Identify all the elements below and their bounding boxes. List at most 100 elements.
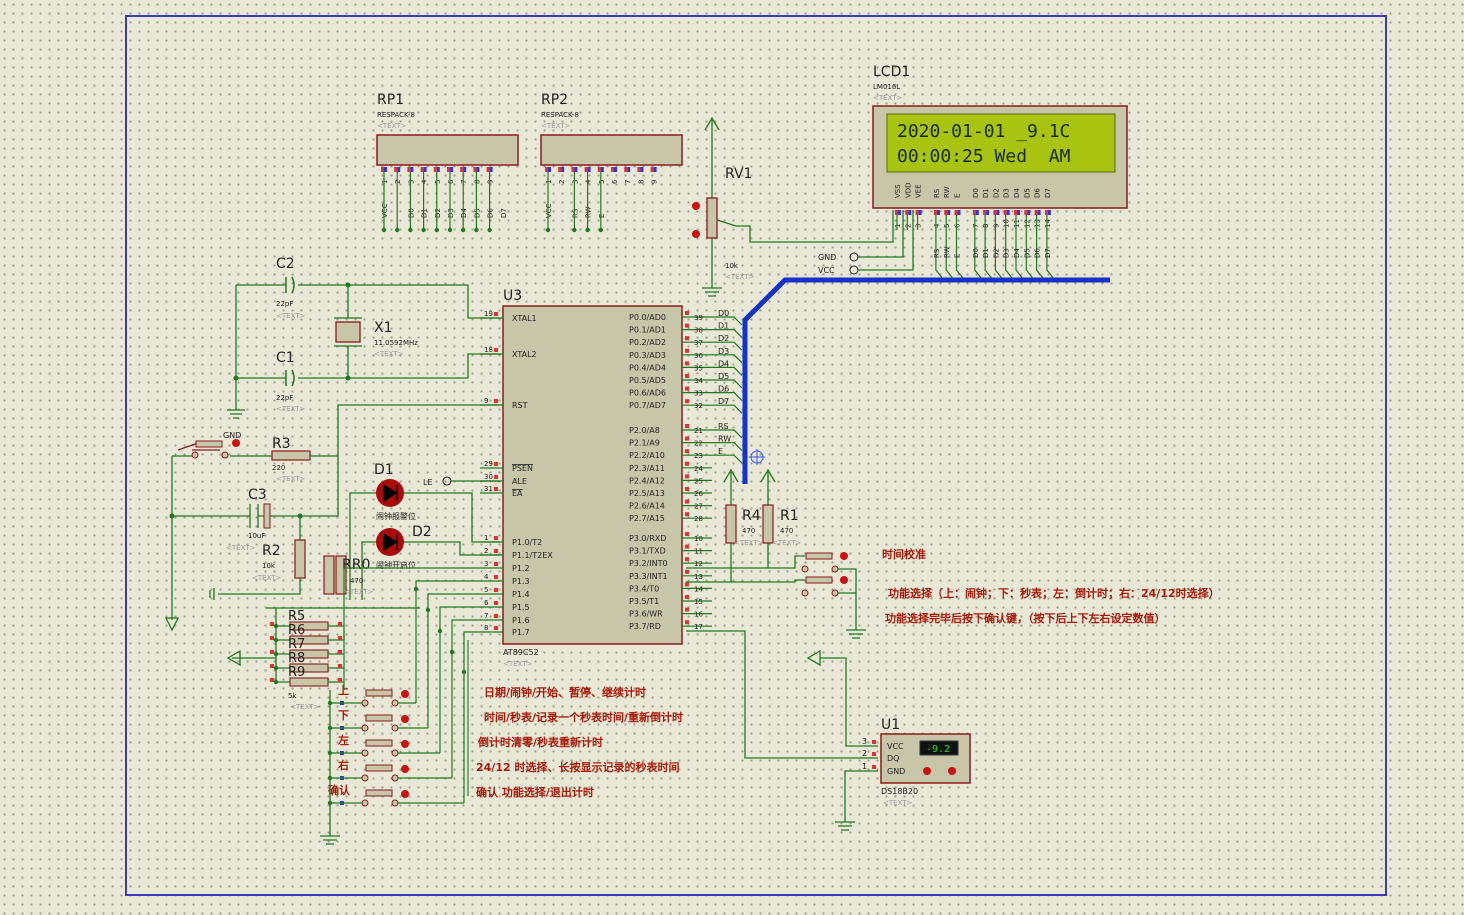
c1-ref: C1 (276, 350, 295, 366)
mcu-right-pin-name: P2.2/A10 (629, 451, 665, 460)
rp2-ref: RP2 (541, 92, 568, 108)
lcd-net-label: D6 (1034, 248, 1042, 258)
rp1-part: RESPACK-8 (377, 111, 415, 119)
x1-text-tag: <TEXT> (374, 350, 404, 358)
rr-ref: RR0 (342, 557, 370, 573)
mcu-right-pin-number: 10 (694, 535, 703, 543)
button-key-label: 确认 (328, 783, 351, 797)
lcd-line-2: 00:00:25 Wed AM (897, 146, 1071, 167)
button-actuator[interactable] (401, 765, 409, 773)
mcu-right-pin-number: 28 (694, 515, 703, 523)
power-terminals: GND VCC (818, 210, 914, 275)
mcu-right-pin-number: 14 (694, 585, 703, 593)
mcu-right-pin-number: 36 (694, 352, 703, 360)
push-button[interactable] (365, 764, 393, 772)
mcu-right-pin-number: 32 (694, 402, 703, 410)
mcu-left-pin-name: P1.2 (512, 564, 530, 573)
button-group[interactable]: 上日期/闹钟/开始、暂停、继续计时下时间/秒表/记录一个秒表时间/重新倒计时左倒… (320, 683, 683, 845)
resbank-value: 5k (288, 692, 297, 700)
rp1-text-tag: <TEXT> (377, 122, 407, 130)
led-indicators[interactable]: D1 闹钟报警位 D2 闹钟开启位 RR0 470 <TEXT> (323, 462, 500, 600)
button-note: 日期/闹钟/开始、暂停、继续计时 (484, 685, 646, 699)
rp1-pin-number: 7 (460, 180, 468, 184)
resbank-ref: R9 (288, 665, 305, 680)
potentiometer-rv1[interactable]: RV1 10k <TEXT> (692, 116, 894, 297)
mcu-right-pin-number: 35 (694, 364, 703, 372)
rr-text-tag: <TEXT> (344, 588, 374, 596)
rp1-pin-number: 8 (473, 180, 481, 184)
mcu-right-pin-number: 24 (694, 465, 703, 473)
crystal-oscillator[interactable]: C2 22pF <TEXT> C1 22pF <TEXT> X1 11.0592… (227, 256, 500, 419)
rp1-pin-name: D0 (407, 208, 415, 218)
r2-ref: R2 (262, 543, 281, 559)
resbank-ref: R5 (288, 609, 305, 624)
mcu-left-pin-name: P1.3 (512, 577, 530, 586)
mcu-right-pin-number: 26 (694, 490, 703, 498)
d2-ref: D2 (412, 524, 432, 540)
lcd-net-label: RS (933, 248, 941, 258)
mcu-right-pin-number: 11 (694, 548, 703, 556)
push-button[interactable] (365, 714, 393, 722)
calibration-switches[interactable] (686, 552, 866, 639)
rp1-pin-name: D7 (500, 208, 508, 218)
mcu-left-pin-name: P1.0/T2 (512, 538, 542, 547)
mcu-right-pin-number: 23 (694, 452, 703, 460)
button-actuator[interactable] (401, 715, 409, 723)
mcu-right-pin-number: 17 (694, 623, 703, 631)
rp1-body (376, 134, 519, 166)
reset-gnd-label: GND (223, 431, 241, 440)
bank-vcc-arrow (226, 649, 241, 667)
pullup-resistors[interactable]: R4 470 <TEXT> R1 470 <TEXT> (723, 449, 802, 582)
lcd-net-label: D4 (1013, 248, 1021, 258)
reset-circuit[interactable]: GND R3 220 <TEXT> C3 10uF <TEXT> R2 10k … (164, 404, 500, 632)
mcu-right-pin-number: 37 (694, 339, 703, 347)
ds-down-button[interactable] (923, 767, 931, 775)
lcd-net-label: RW (943, 246, 951, 258)
mcu-net-label: D4 (718, 359, 729, 368)
lcd-ref: LCD1 (873, 64, 910, 80)
lcd-pin-name: D6 (1034, 188, 1042, 198)
resbank-ref: R6 (288, 623, 305, 638)
lcd-pin-name: D3 (1003, 188, 1011, 198)
mcu-left-pin-number: 5 (484, 586, 488, 594)
button-note: 倒计时清零/秒表重新计时 (477, 735, 603, 749)
mcu-net-label: D1 (718, 322, 729, 331)
button-actuator[interactable] (401, 740, 409, 748)
rp1-pin-name: D5 (473, 208, 481, 218)
rp2-pin-number: 5 (598, 180, 606, 184)
push-button[interactable] (365, 689, 393, 697)
mcu-left-pin-number: 8 (484, 624, 488, 632)
r1-ref: R1 (780, 508, 799, 524)
rp1-pin-number: 9 (487, 180, 495, 184)
push-button[interactable] (365, 739, 393, 747)
push-button[interactable] (365, 789, 393, 797)
button-key-label: 右 (337, 758, 349, 772)
lcd-pin-name: D1 (982, 188, 990, 198)
mcu-part: AT89C52 (503, 648, 539, 657)
button-note: 时间/秒表/记录一个秒表时间/重新倒计时 (484, 710, 683, 724)
button-actuator[interactable] (401, 790, 409, 798)
lcd-pin-number: 13 (1034, 219, 1042, 228)
button-actuator[interactable] (401, 690, 409, 698)
mcu-ref: U3 (503, 288, 522, 304)
lcd-pin-name: RS (933, 188, 941, 198)
r4-value: 470 (742, 527, 755, 535)
lcd-module[interactable]: LCD1 LM016L <TEXT> 2020-01-01 _9.1C 00:0… (872, 64, 1128, 281)
ds-up-button[interactable] (948, 767, 956, 775)
mcu-left-pin-name: XTAL1 (512, 314, 537, 323)
crystal-body (335, 321, 361, 343)
ds-pin-number: 1 (862, 762, 867, 771)
mcu-left-pin-name: PSEN (512, 464, 533, 473)
lcd-pin-number: 8 (982, 224, 990, 228)
respack-rp1[interactable]: RP1 RESPACK-8 <TEXT> 1VCC2D03D14D25D36D4… (376, 92, 519, 233)
rp1-pin-name: VCC (381, 203, 389, 218)
mcu-right-pin-name: P2.0/A8 (629, 426, 660, 435)
rv1-ground-icon (702, 287, 722, 297)
resbank-ref: R7 (288, 637, 305, 652)
